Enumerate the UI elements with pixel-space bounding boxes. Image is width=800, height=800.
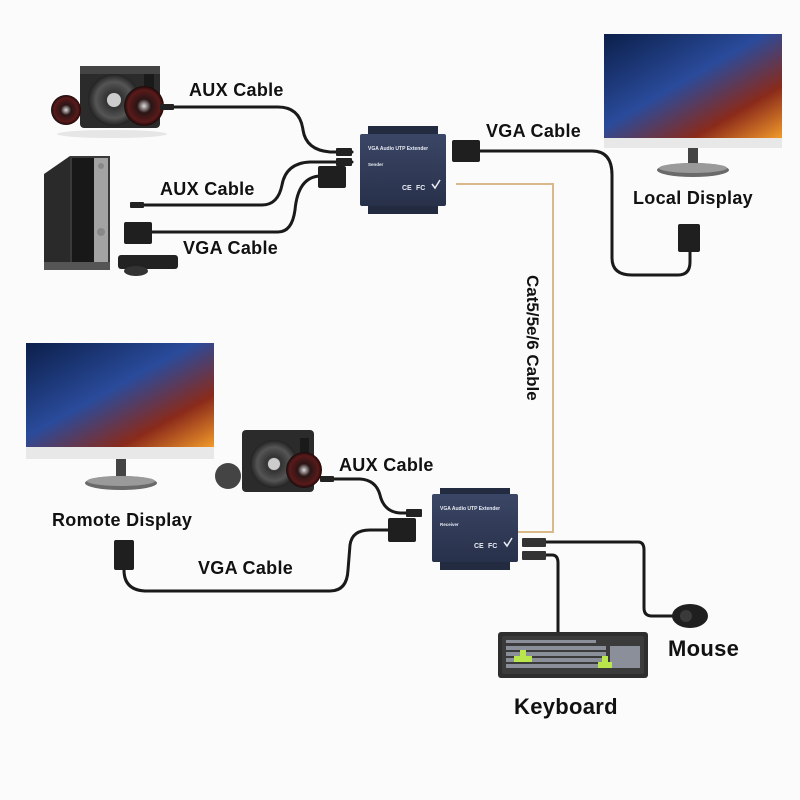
speaker-icon (51, 66, 167, 138)
keyboard-usb-cable (543, 553, 560, 634)
fc-mark: FC (488, 543, 497, 550)
vga-cable-pc (150, 174, 332, 234)
vga-cable-remote (122, 528, 397, 593)
utp-cable-line (456, 183, 554, 533)
aux-cable-receiver (328, 477, 422, 515)
ce-mark: CE (402, 185, 412, 192)
aux-cable-speaker (168, 105, 354, 154)
sender-model-text: VGA Audio UTP Extender (368, 146, 428, 152)
audio-jack-icon (130, 104, 422, 517)
mouse-usb-cable (543, 540, 680, 618)
keyboard-label: Keyboard (514, 694, 618, 719)
keyboard-mouse-small-icon (118, 255, 178, 276)
keyboard-icon (498, 632, 648, 678)
receiver-role-text: Receiver (440, 522, 459, 527)
receiver-model-text: VGA Audio UTP Extender (440, 506, 500, 512)
vga-cable-label: VGA Cable (183, 238, 279, 258)
receiver-extender: VGA Audio UTP Extender Receiver CE FC (432, 488, 518, 570)
cables (122, 105, 692, 634)
aux-cable-pc (138, 160, 354, 207)
desktop-pc-icon (44, 156, 110, 270)
vga-cable-label: VGA Cable (486, 121, 582, 141)
mouse-icon (672, 604, 708, 628)
fc-mark: FC (416, 185, 425, 192)
utp-cable-label: Cat5/5e/6 Cable (523, 275, 542, 401)
monitor-icon (604, 34, 782, 177)
aux-cable-label: AUX Cable (160, 179, 255, 199)
local-display-label: Local Display (633, 188, 753, 208)
vga-connector-icon (114, 140, 700, 570)
mouse-label: Mouse (668, 636, 740, 661)
usb-plug-icon (522, 538, 546, 560)
vga-cable-label: VGA Cable (198, 558, 294, 578)
vga-cable-local (478, 149, 692, 277)
sender-extender: VGA Audio UTP Extender Sender CE FC (360, 126, 446, 214)
monitor-icon (26, 343, 214, 490)
speaker-icon (215, 430, 322, 492)
ce-mark: CE (474, 543, 484, 550)
remote-display-label: Romote Display (52, 510, 193, 530)
aux-cable-label: AUX Cable (339, 455, 434, 475)
aux-cable-label: AUX Cable (189, 80, 284, 100)
sender-role-text: Sender (368, 162, 384, 167)
